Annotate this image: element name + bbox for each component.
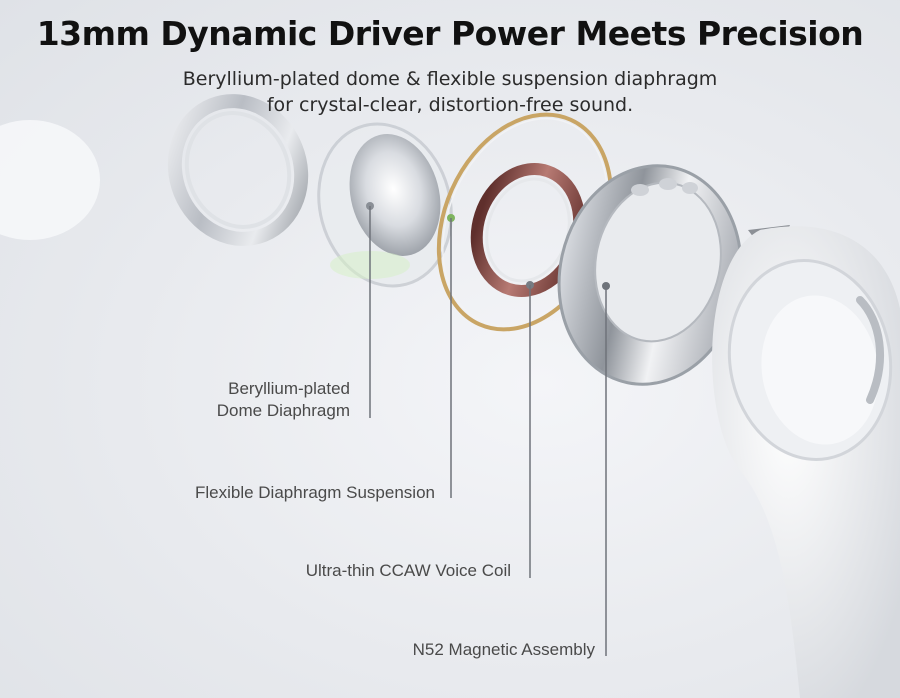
- magnet-assembly-part: [557, 164, 790, 386]
- callout-dome-line-1: Beryllium-plated: [228, 379, 350, 398]
- callout-suspension-label: Flexible Diaphragm Suspension: [194, 483, 435, 502]
- callout-voice-coil-label: Ultra-thin CCAW Voice Coil: [305, 561, 511, 580]
- front-ring-part: [167, 94, 309, 246]
- leader-lines: [369, 206, 607, 656]
- callout-magnet: N52 Magnetic Assembly: [300, 639, 595, 661]
- subtitle-line-2: for crystal-clear, distortion-free sound…: [266, 94, 634, 116]
- dome-diaphragm-part: [317, 122, 453, 288]
- callout-magnet-label: N52 Magnetic Assembly: [412, 640, 595, 659]
- earbud-shell-part: [712, 226, 900, 698]
- subtitle-line-1: Beryllium-plated dome & flexible suspens…: [182, 68, 718, 90]
- page-title: 13mm Dynamic Driver Power Meets Precisio…: [36, 14, 864, 53]
- callout-dome-diaphragm: Beryllium-plated Dome Diaphragm: [150, 378, 350, 422]
- callout-suspension: Flexible Diaphragm Suspension: [100, 482, 435, 504]
- callout-voice-coil: Ultra-thin CCAW Voice Coil: [200, 560, 511, 582]
- earbud-left-ghost: [0, 120, 100, 240]
- page-subtitle: Beryllium-plated dome & flexible suspens…: [0, 66, 900, 118]
- callout-dome-line-2: Dome Diaphragm: [216, 401, 350, 420]
